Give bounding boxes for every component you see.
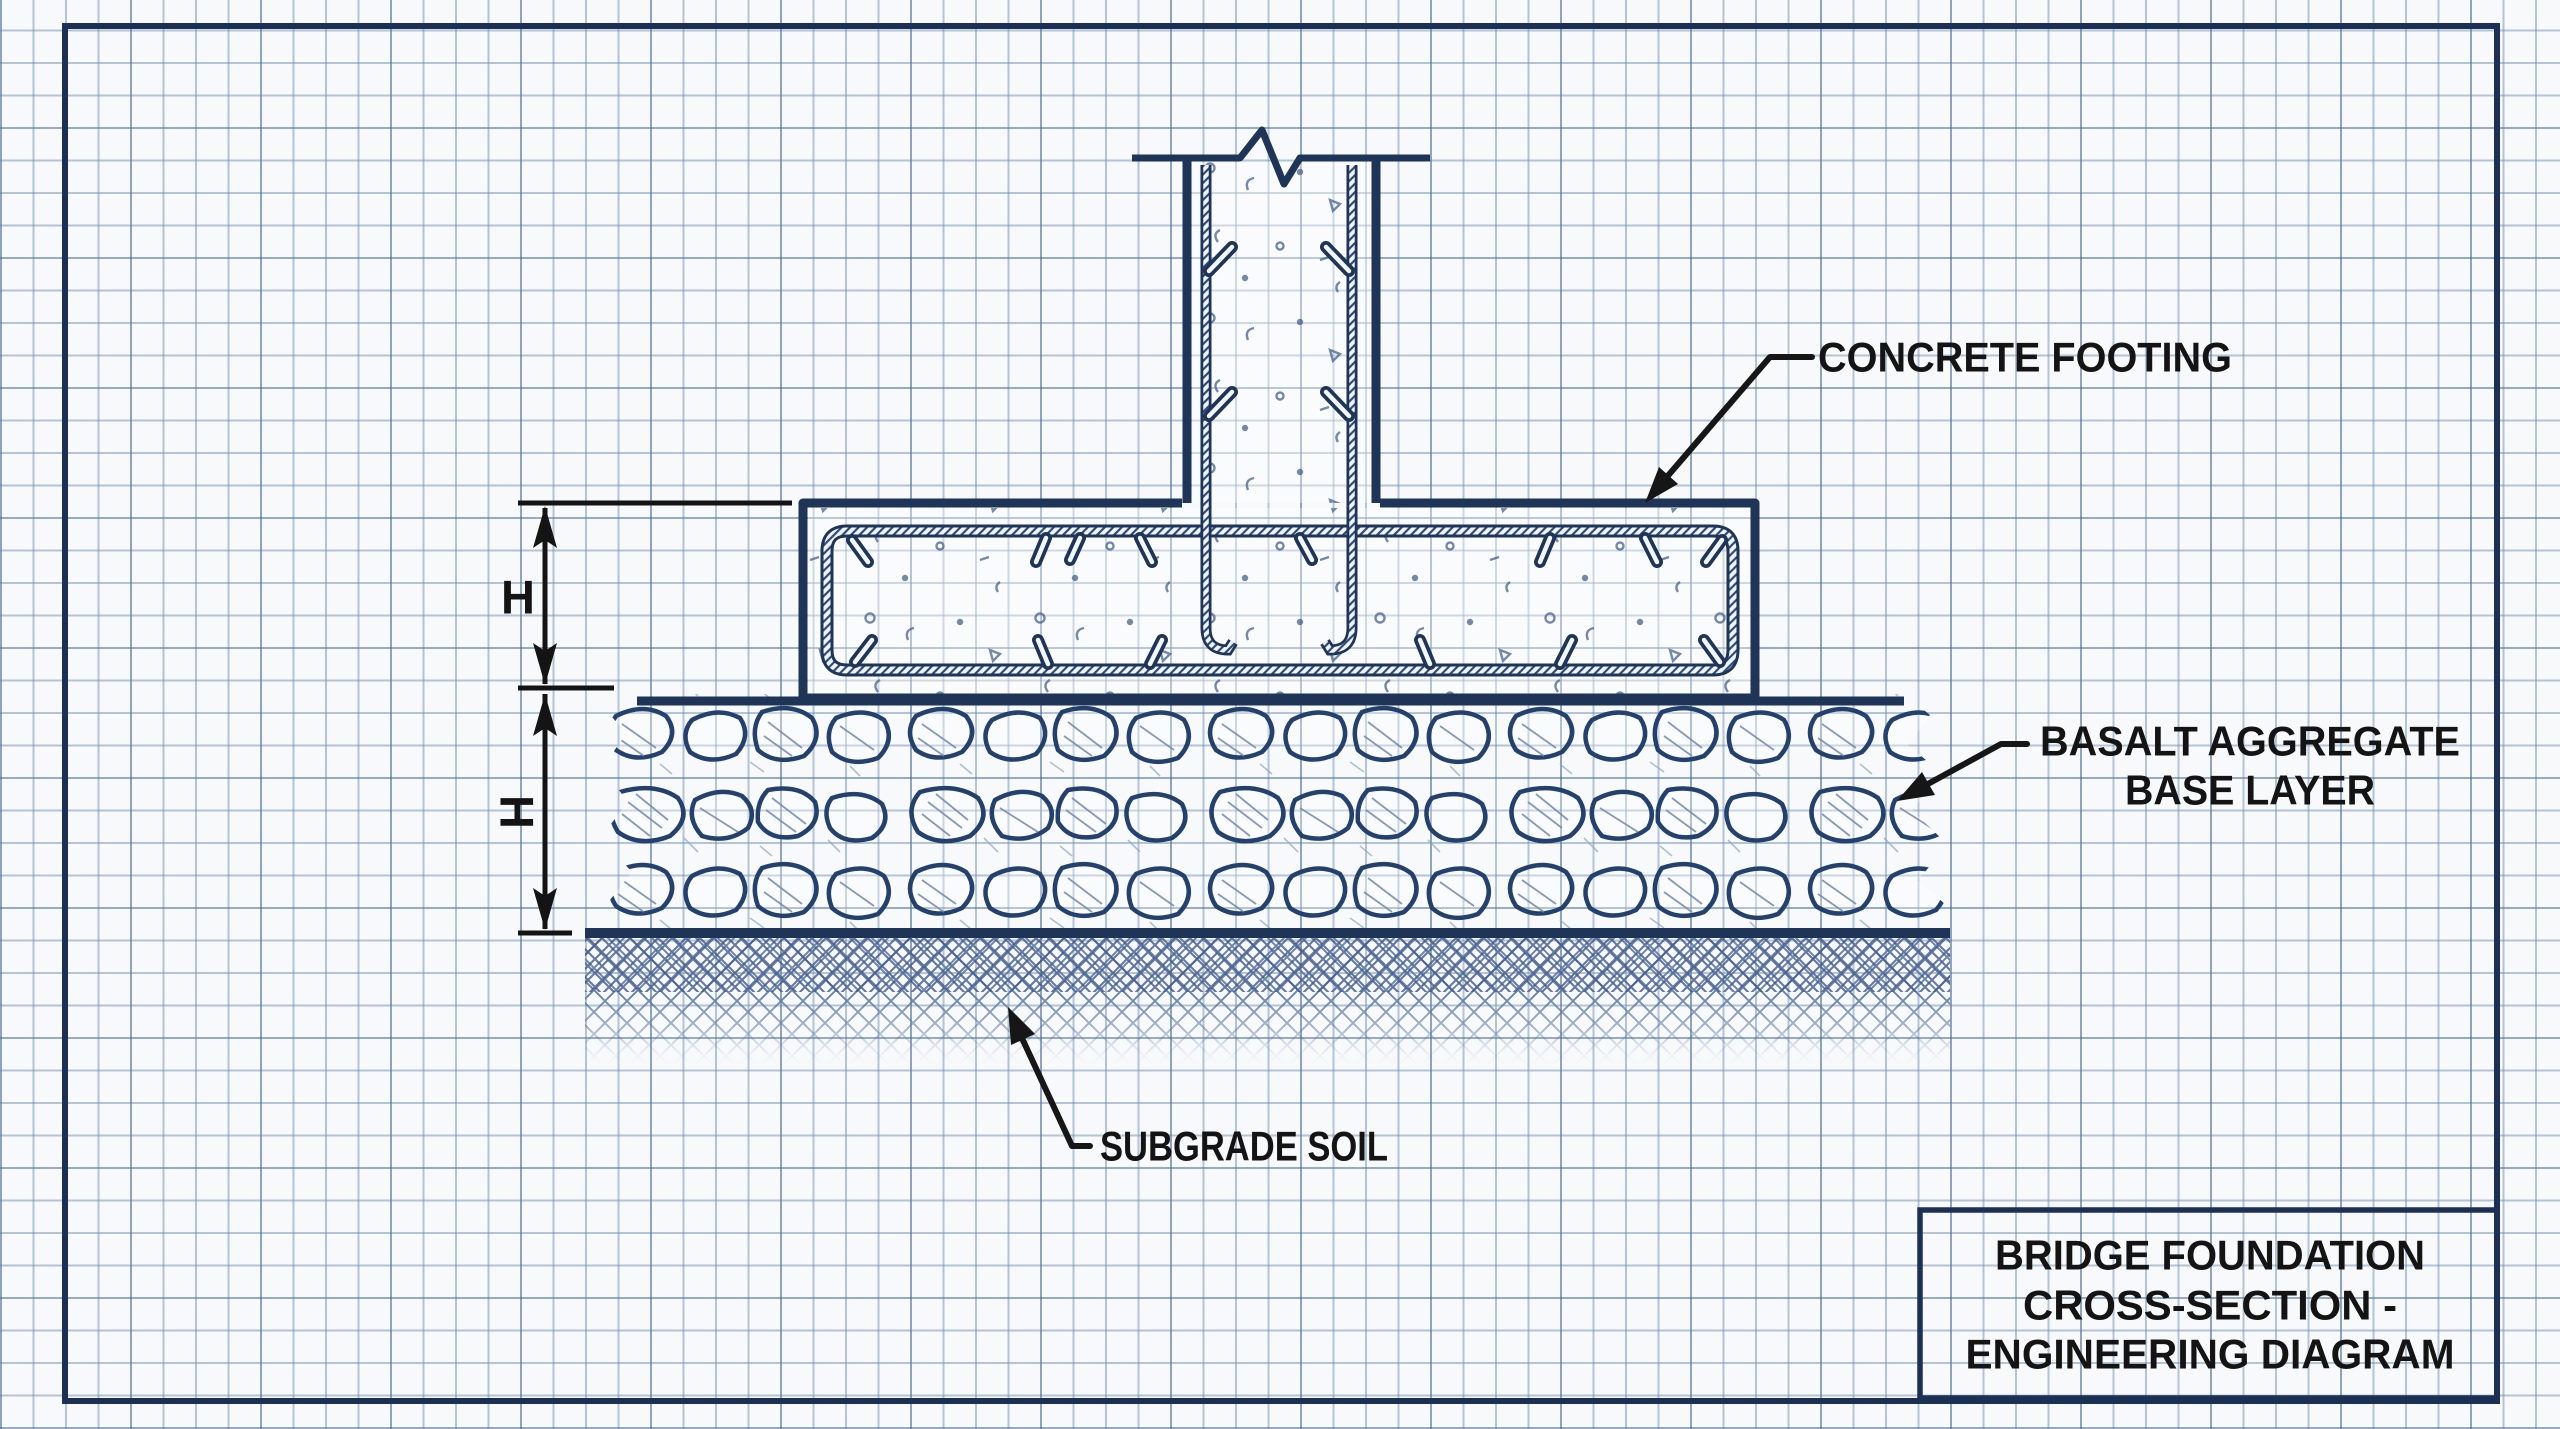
column-break-line — [1132, 126, 1430, 188]
footing-rebar-cage — [820, 524, 1740, 677]
dimension-label-footing-height: H — [501, 571, 535, 624]
sheet-border — [62, 23, 2500, 1404]
dimension-label-base-height: H — [491, 795, 544, 829]
title-block: BRIDGE FOUNDATION CROSS-SECTION - ENGINE… — [1917, 1207, 2500, 1401]
label-concrete-footing: CONCRETE FOOTING — [1818, 334, 2232, 381]
label-basalt-aggregate-line1: BASALT AGGREGATE — [2040, 718, 2460, 765]
title-line3: ENGINEERING DIAGRAM — [1966, 1331, 2455, 1378]
title-line2: CROSS-SECTION - — [2023, 1282, 2397, 1329]
dimension-arrowheads — [533, 506, 557, 930]
title-line1: BRIDGE FOUNDATION — [1995, 1232, 2425, 1279]
leader-concrete-footing — [1663, 354, 1815, 481]
subgrade-soil-layer — [585, 938, 1950, 1064]
label-basalt-aggregate-line2: BASE LAYER — [2125, 767, 2375, 814]
concrete-footing — [798, 498, 1760, 703]
leader-subgrade — [1018, 1033, 1093, 1149]
leader-basalt — [1923, 741, 2030, 788]
title-block-border — [1917, 1207, 2500, 1401]
footing-outline — [798, 498, 1760, 703]
leader-lines — [1018, 354, 2030, 1149]
bridge-column — [1132, 126, 1430, 656]
leader-arrowheads — [1008, 467, 1935, 1045]
label-subgrade-soil: SUBGRADE SOIL — [1100, 1123, 1388, 1170]
column-rebar — [1200, 165, 1358, 656]
basalt-aggregate-layer — [600, 694, 1948, 938]
